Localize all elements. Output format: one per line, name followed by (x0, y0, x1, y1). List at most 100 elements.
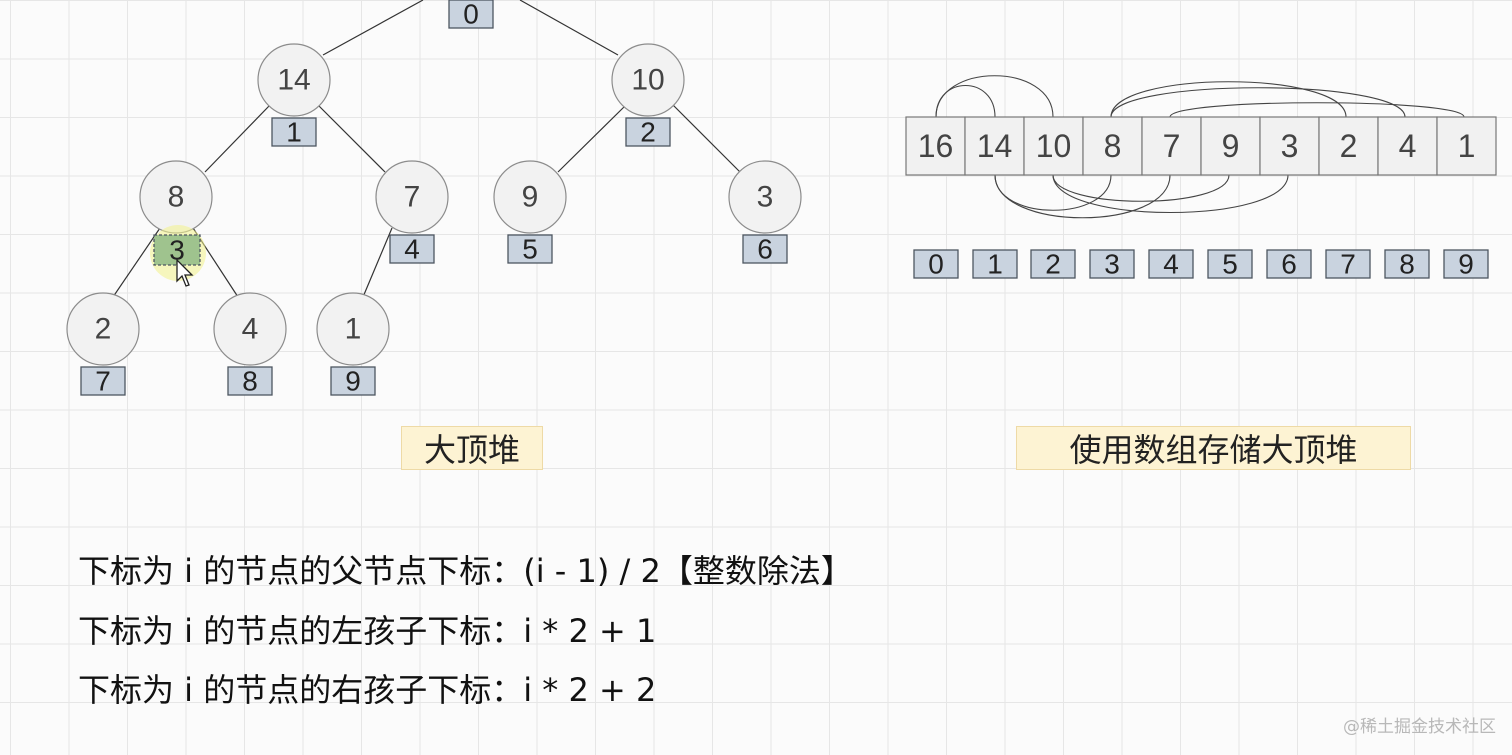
array-index-box (1148, 249, 1194, 279)
array-cell (1377, 116, 1438, 176)
node-circle (213, 292, 287, 366)
node-index-box (330, 366, 376, 396)
node-circle (316, 292, 390, 366)
tree-node-1: 14 1 (257, 43, 331, 148)
node-circle (493, 160, 567, 234)
array-index-box (1384, 249, 1430, 279)
edge-4-9 (362, 227, 393, 298)
formula-left-child: 下标为 i 的节点的左孩子下标：i * 2 + 1 (78, 612, 657, 650)
node-circle (611, 43, 685, 117)
array-index-label: 3 (1104, 249, 1120, 280)
array-cell-value: 14 (977, 128, 1013, 164)
node-index-label: 7 (95, 366, 111, 397)
tree-node-4: 7 4 (375, 160, 449, 265)
array-index-label: 5 (1222, 249, 1238, 280)
array-index-box (972, 249, 1018, 279)
tree-node-7: 2 7 (66, 292, 140, 397)
watermark: @稀土掘金技术社区 (1343, 717, 1496, 737)
array-cell (1023, 116, 1084, 176)
array-cell (905, 116, 966, 176)
tree-node-9: 1 9 (316, 292, 390, 397)
edge-2-6 (672, 104, 741, 173)
node-index-label: 0 (463, 0, 479, 30)
arc-0-2 (935, 75, 1054, 118)
formula-right-child: 下标为 i 的节点的右孩子下标：i * 2 + 2 (78, 671, 657, 709)
node-value: 9 (522, 181, 539, 214)
node-index-box (742, 234, 788, 264)
node-value: 7 (404, 181, 421, 214)
array-index-label: 6 (1281, 249, 1297, 280)
tree-node-8: 4 8 (213, 292, 287, 397)
edge-3-7 (112, 227, 161, 298)
array-cell-value: 9 (1222, 128, 1240, 164)
node-circle (66, 292, 140, 366)
node-value: 8 (168, 181, 185, 214)
edge-0-1 (322, 0, 424, 56)
arc-4-9 (1169, 102, 1465, 118)
formula-parent: 下标为 i 的节点的父节点下标：(i - 1) / 2【整数除法】 (78, 552, 853, 590)
array-index-box (1325, 249, 1371, 279)
arc-1-4 (994, 174, 1171, 219)
tree-node-0: 0 (448, 0, 494, 30)
node-index-box (625, 117, 671, 147)
array-cell (1259, 116, 1320, 176)
array-cell (964, 116, 1025, 176)
array-cell-value: 10 (1036, 128, 1072, 164)
tree-node-5: 9 5 (493, 160, 567, 265)
array-indices: 0 1 2 3 4 5 6 7 8 9 (913, 249, 1489, 280)
node-index-label: 9 (345, 366, 361, 397)
array-index-box (1207, 249, 1253, 279)
array-caption: 使用数组存储大顶堆 (1016, 426, 1411, 470)
node-index-box (507, 234, 553, 264)
arc-3-8 (1110, 87, 1406, 118)
array-index-label: 2 (1045, 249, 1061, 280)
node-index-label: 8 (242, 366, 258, 397)
array-cell (1318, 116, 1379, 176)
tree-caption: 大顶堆 (401, 426, 543, 470)
array-cell-value: 2 (1340, 128, 1358, 164)
arc-2-5 (1052, 174, 1230, 202)
node-circle (257, 43, 331, 117)
node-index-label: 2 (640, 117, 656, 148)
arc-1-3 (994, 174, 1112, 211)
array-cell (1200, 116, 1261, 176)
array-cell-value: 3 (1281, 128, 1299, 164)
node-value: 2 (95, 313, 112, 346)
array-index-label: 7 (1340, 249, 1356, 280)
tree-node-2: 10 2 (611, 43, 685, 148)
array-index-label: 1 (987, 249, 1003, 280)
node-index-box (448, 0, 494, 29)
arc-0-1 (935, 84, 996, 118)
node-index-label: 3 (169, 235, 185, 266)
tree-edges (112, 0, 741, 298)
array-cell-value: 16 (918, 128, 954, 164)
node-index-label: 5 (522, 234, 538, 265)
node-value: 14 (277, 64, 310, 97)
array-index-box (1089, 249, 1135, 279)
node-index-label: 6 (757, 234, 773, 265)
array-index-box (1030, 249, 1076, 279)
array-index-label: 4 (1163, 249, 1179, 280)
edge-1-4 (317, 104, 386, 173)
array-index-label: 8 (1399, 249, 1415, 280)
node-circle (728, 160, 802, 234)
tree-node-6: 3 6 (728, 160, 802, 265)
array-index-box (1266, 249, 1312, 279)
array-index-box (1443, 249, 1489, 279)
edge-0-2 (519, 0, 619, 56)
node-circle (375, 160, 449, 234)
array-cell (1436, 116, 1497, 176)
array-index-label: 0 (928, 249, 944, 280)
array-cells: 16 14 10 8 7 9 3 2 4 1 (905, 116, 1497, 176)
array-cell-value: 1 (1458, 128, 1476, 164)
array-cell (1082, 116, 1143, 176)
node-index-box (80, 366, 126, 396)
edge-1-3 (204, 104, 271, 173)
array-cell-value: 4 (1399, 128, 1417, 164)
array-cell-value: 8 (1104, 128, 1122, 164)
array-index-box (913, 249, 959, 279)
node-value: 4 (242, 313, 259, 346)
node-value: 10 (631, 64, 664, 97)
array-index-label: 9 (1458, 249, 1474, 280)
